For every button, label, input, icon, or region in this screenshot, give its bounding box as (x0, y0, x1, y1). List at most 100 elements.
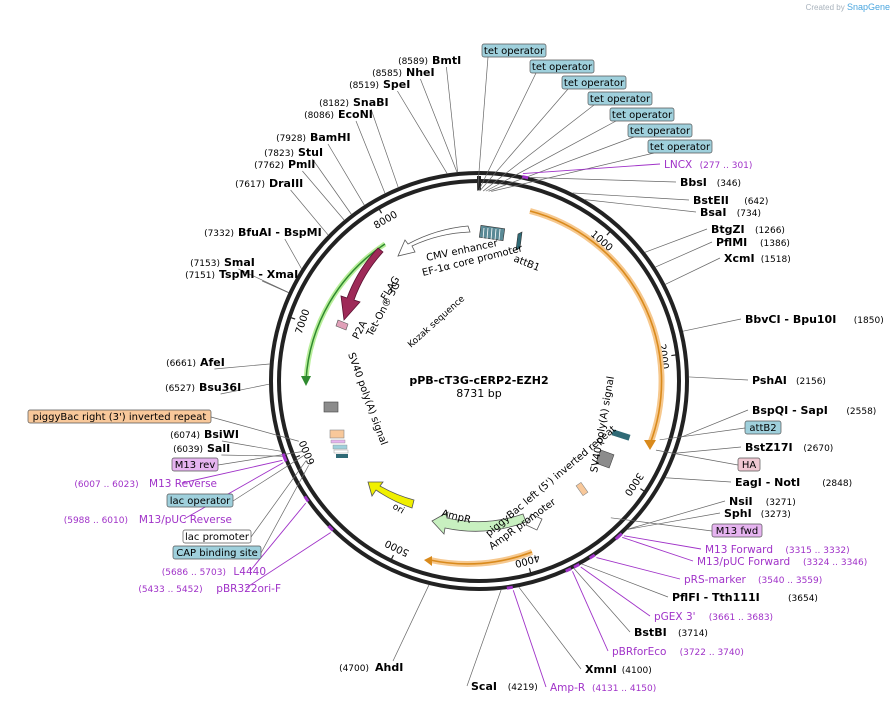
feature-box-m13-fwd[interactable]: M13 fwd (711, 523, 763, 538)
feature-box-tet-operator[interactable]: tet operator (587, 91, 653, 106)
kozak-label: Kozak sequence (406, 294, 467, 350)
primer-pbrforeco[interactable]: pBRforEco(3722 .. 3740) (612, 646, 744, 658)
tick-3000 (640, 488, 646, 493)
feature-box-lac-operator[interactable]: lac operator (166, 493, 234, 508)
arc-arrowhead (644, 440, 656, 450)
primer-name: LNCX (664, 159, 692, 171)
feature-box-cap[interactable]: CAP binding site (172, 545, 262, 560)
primer-name: M13 Reverse (149, 478, 217, 490)
enzyme-pflfi-tth111i[interactable]: PflFI - Tth111I(3654) (672, 591, 818, 604)
attb2-feature (611, 429, 631, 441)
enzyme-tspmi-xmai[interactable]: TspMI - XmaI (7151) (185, 268, 298, 281)
tet-operator-blocks (478, 225, 506, 241)
enzyme-snabi[interactable]: SnaBI(8182) (319, 96, 389, 109)
primer-site (506, 585, 513, 590)
primer-leader-lines (181, 163, 702, 688)
feature-box-tet-operator[interactable]: tet operator (627, 123, 693, 138)
feature-box-tet-operator[interactable]: tet operator (529, 59, 595, 74)
primer-position: (277 .. 301) (700, 161, 753, 171)
enzyme-bsu36i[interactable]: Bsu36I(6527) (165, 381, 241, 394)
feature-box-tet-operator[interactable]: tet operator (609, 107, 675, 122)
ampr-feature (431, 511, 527, 535)
enzyme-bspqi-sapi[interactable]: BspQI - SapI(2558) (752, 404, 876, 417)
tick-7000 (289, 316, 296, 320)
box-label: tet operator (484, 46, 545, 57)
enzyme-position: (1386) (760, 239, 790, 249)
lacop-feature (332, 444, 348, 450)
tick-label-5000: 5000 (383, 537, 411, 558)
enzyme-bstz17i[interactable]: BstZ17I(2670) (745, 441, 833, 454)
primer-m13-reverse[interactable]: M13 Reverse(6007 .. 6023) (74, 478, 217, 490)
enzyme-afei[interactable]: AfeI(6661) (166, 356, 225, 369)
enzyme-position: (6527) (165, 384, 195, 394)
enzyme-name: AfeI (200, 356, 225, 369)
tick-label-6000: 6000 (298, 438, 318, 466)
feature-box-pb-right[interactable]: piggyBac right (3') inverted repeat (27, 409, 212, 424)
enzyme-name: TspMI - XmaI (219, 268, 298, 281)
enzyme-name: BstBI (634, 626, 667, 639)
enzyme-bbsi[interactable]: BbsI(346) (680, 176, 741, 189)
enzyme-position: (8519) (349, 81, 379, 91)
primer-pgex-3[interactable]: pGEX 3'(3661 .. 3683) (654, 611, 773, 623)
primer-amp-r[interactable]: Amp-R(4131 .. 4150) (550, 682, 656, 694)
feature-box-lac-promoter[interactable]: lac promoter (182, 529, 252, 544)
enzyme-bstbi[interactable]: BstBI(3714) (634, 626, 708, 639)
enzyme-position: (7151) (185, 271, 215, 281)
feature-box-attb2[interactable]: attB2 (744, 420, 782, 435)
enzyme-btgzi[interactable]: BtgZI(1266) (711, 223, 785, 236)
enzyme-spei[interactable]: SpeI(8519) (349, 78, 410, 91)
feature-box-tet-operator[interactable]: tet operator (647, 139, 713, 154)
primer-site (588, 553, 596, 560)
enzyme-position: (8589) (398, 57, 428, 67)
feature-box-tet-operator[interactable]: tet operator (561, 75, 627, 90)
feature-box-ha[interactable]: HA (737, 457, 761, 472)
enzyme-econi[interactable]: EcoNI(8086) (304, 108, 373, 121)
primer-m13-puc-reverse[interactable]: M13/pUC Reverse(5988 .. 6010) (64, 514, 232, 526)
enzyme-nsii[interactable]: NsiI(3271) (729, 495, 796, 508)
primer-lncx[interactable]: LNCX (277 .. 301) (664, 159, 752, 171)
enzyme-name: SnaBI (353, 96, 389, 109)
enzyme-pshai[interactable]: PshAI(2156) (752, 374, 826, 387)
feature-box-m13-rev[interactable]: M13 rev (171, 457, 219, 472)
enzyme-bbvci-bpu10i[interactable]: BbvCI - Bpu10I (1850) (745, 313, 884, 326)
enzyme-pmli[interactable]: PmlI(7762) (254, 158, 315, 171)
enzyme-position: (4100) (622, 666, 652, 676)
box-background (711, 523, 763, 538)
primer-l4440[interactable]: L4440(5686 .. 5703) (162, 566, 266, 578)
primer-m13-forward[interactable]: M13 Forward(3315 .. 3332) (705, 544, 850, 556)
cap-feature (336, 454, 348, 458)
enzyme-xcmi[interactable]: XcmI(1518) (724, 252, 791, 265)
enzyme-position: (734) (737, 209, 761, 219)
primer-m13-puc-forward[interactable]: M13/pUC Forward(3324 .. 3346) (697, 556, 867, 568)
enzyme-xmni[interactable]: XmnI(4100) (585, 663, 652, 676)
enzyme-sali[interactable]: SalI(6039) (173, 442, 230, 455)
feature-box-tet-operator[interactable]: tet operator (481, 43, 547, 58)
enzyme-pflmi[interactable]: PflMI(1386) (716, 236, 790, 249)
enzyme-bmti[interactable]: BmtI(8589) (398, 54, 461, 67)
teton3g-feature (340, 247, 384, 321)
enzyme-bsai[interactable]: BsaI(734) (700, 206, 761, 219)
enzyme-name: DraIII (269, 177, 303, 190)
enzyme-bsiwi[interactable]: BsiWI(6074) (170, 428, 239, 441)
enzyme-ahdi[interactable]: (4700)AhdI (339, 661, 403, 674)
tick-6000 (294, 455, 301, 459)
primer-prs-marker[interactable]: pRS-marker(3540 .. 3559) (684, 574, 822, 586)
enzyme-scai[interactable]: ScaI(4219) (471, 680, 538, 693)
enzyme-position: (6074) (170, 431, 200, 441)
box-background (481, 43, 547, 58)
enzyme-bsteii[interactable]: BstEII(642) (693, 194, 768, 207)
enzyme-bfuai-bspmi[interactable]: BfuAI - BspMI(7332) (204, 226, 322, 239)
enzyme-name: BfuAI - BspMI (238, 226, 322, 239)
enzyme-smai[interactable]: SmaI(7153) (190, 256, 255, 269)
enzyme-bamhi[interactable]: BamHI(7928) (276, 131, 351, 144)
enzyme-draiii[interactable]: DraIII(7617) (235, 177, 303, 190)
primer-pbr322ori-f[interactable]: pBR322ori-F(5433 .. 5452) (138, 583, 281, 595)
enzyme-name: BbvCI - Bpu10I (745, 313, 836, 326)
enzyme-sphi[interactable]: SphI(3273) (724, 507, 791, 520)
cmv-enhancer-feature (397, 225, 471, 257)
enzyme-position: (1850) (854, 316, 884, 326)
snapgene-logo: SnapGene (846, 2, 890, 12)
enzyme-nhei[interactable]: NheI(8585) (372, 66, 435, 79)
enzyme-eagi-noti[interactable]: EagI - NotI(2848) (735, 476, 852, 489)
enzyme-stui[interactable]: StuI(7823) (264, 146, 323, 159)
